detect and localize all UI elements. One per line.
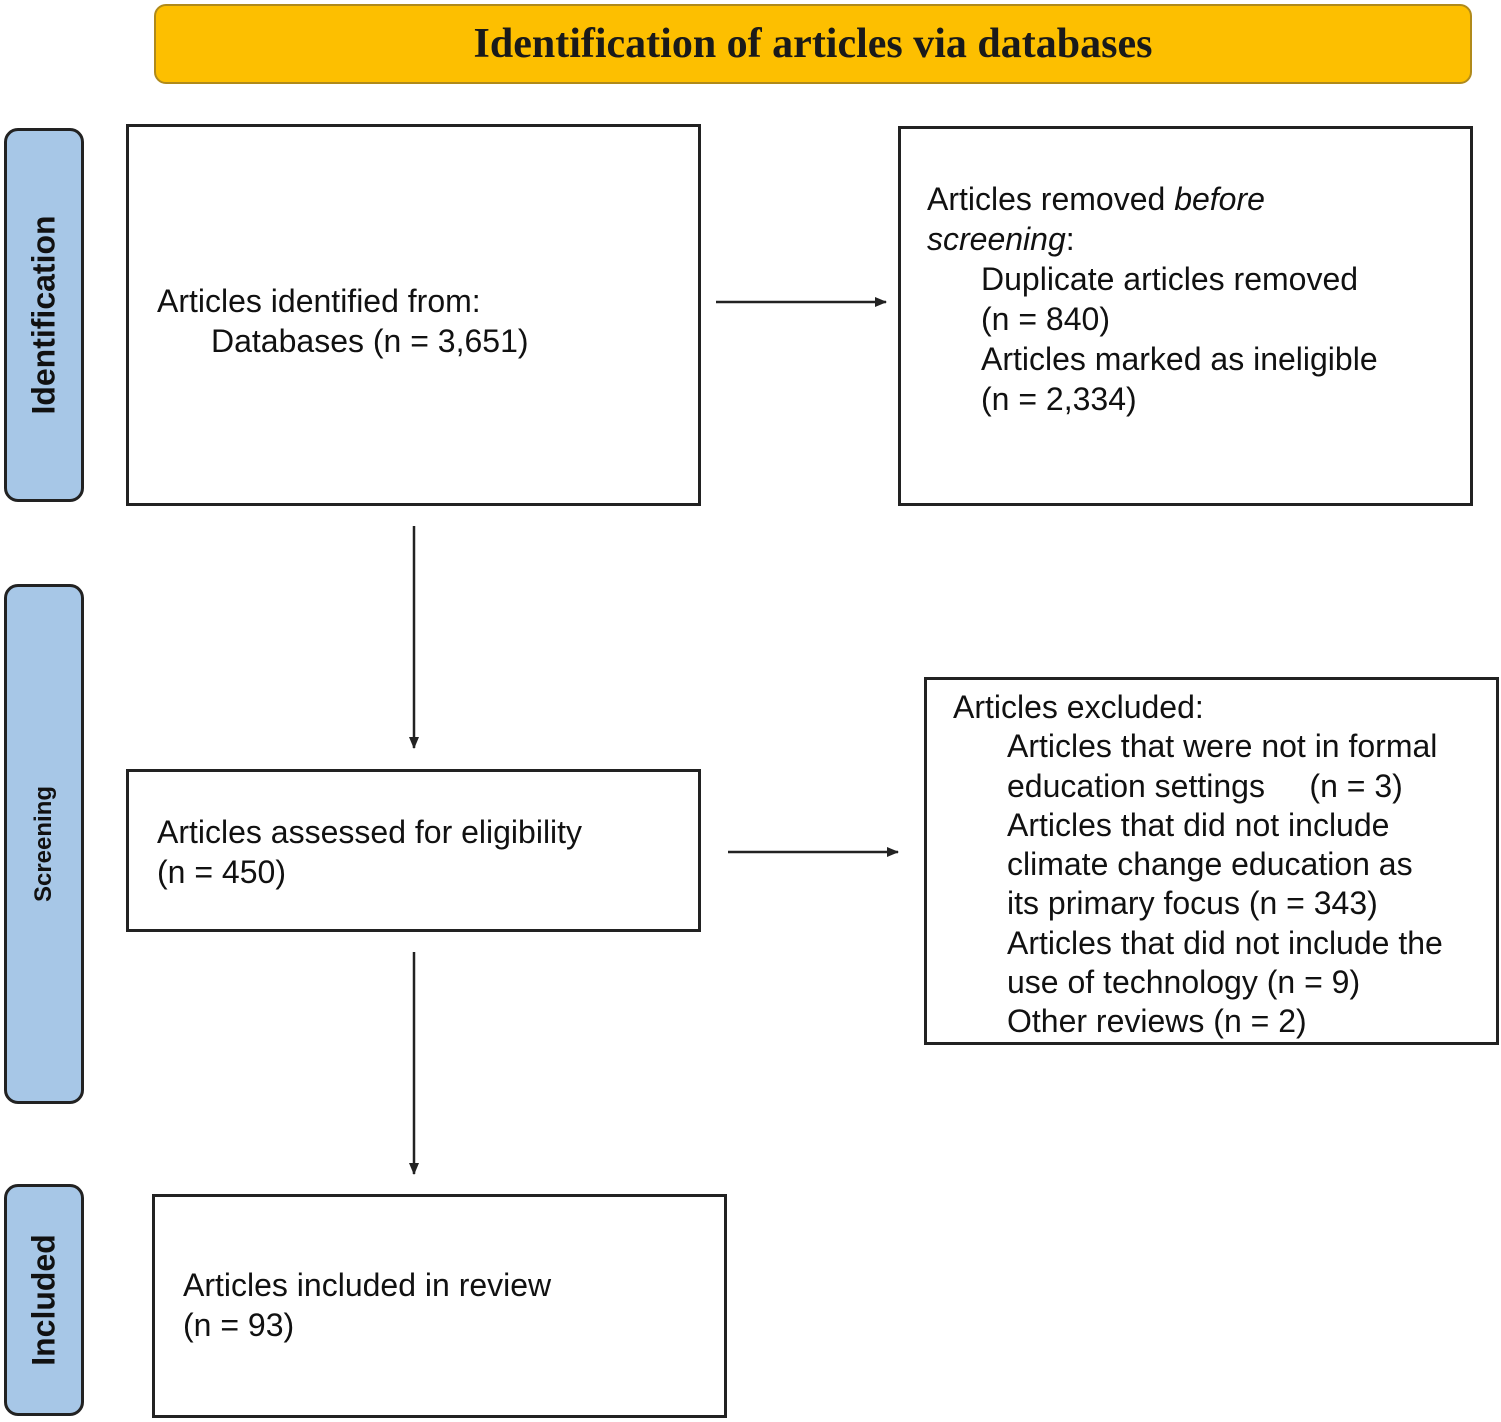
removed-duplicates-label: Duplicate articles removed [981,261,1359,297]
box-articles-identified: Articles identified from: Databases (n =… [126,124,701,506]
included-count: (n = 93) [183,1307,295,1343]
stage-screening: Screening [4,584,84,1104]
identified-databases-count: Databases (n = 3,651) [211,323,529,359]
removed-heading-cont: screening: [927,219,1470,259]
excluded-reason-1b: education settings (n = 3) [1007,767,1403,804]
removed-ineligible-label: Articles marked as ineligible [981,341,1378,377]
identified-heading: Articles identified from: [157,283,481,319]
removed-heading-italic: before [1174,181,1265,217]
excluded-heading: Articles excluded: [953,689,1204,725]
assessed-count: (n = 450) [157,854,286,890]
box-articles-excluded: Articles excluded: Articles that were no… [924,677,1499,1045]
box-articles-included: Articles included in review (n = 93) [152,1194,727,1418]
excluded-reason-2a: Articles that did not include [1007,806,1390,843]
excluded-reason-3a: Articles that did not include the [1007,924,1443,961]
excluded-reason-2c: its primary focus (n = 343) [1007,885,1378,922]
stage-included: Included [4,1184,84,1416]
removed-heading-plain: Articles removed [927,181,1175,217]
diagram-title: Identification of articles via databases [473,21,1153,67]
box-articles-removed: Articles removed before screening: Dupli… [898,126,1473,506]
excluded-reason-3b: use of technology (n = 9) [1007,964,1361,1001]
excluded-reason-4: Other reviews (n = 2) [1007,1003,1307,1040]
box-articles-assessed: Articles assessed for eligibility (n = 4… [126,769,701,932]
excluded-reason-2b: climate change education as [1007,846,1413,883]
removed-heading-italic-2: screening [927,221,1066,257]
header-banner: Identification of articles via databases [154,4,1472,84]
removed-heading-colon: : [1065,221,1075,257]
removed-duplicates-count: (n = 840) [981,301,1110,337]
included-label: Articles included in review [183,1267,552,1303]
removed-heading: Articles removed before [927,179,1470,219]
assessed-label: Articles assessed for eligibility [157,814,583,850]
stage-identification: Identification [4,128,84,502]
removed-ineligible-count: (n = 2,334) [981,381,1137,417]
excluded-reason-1a: Articles that were not in formal [1007,728,1438,765]
